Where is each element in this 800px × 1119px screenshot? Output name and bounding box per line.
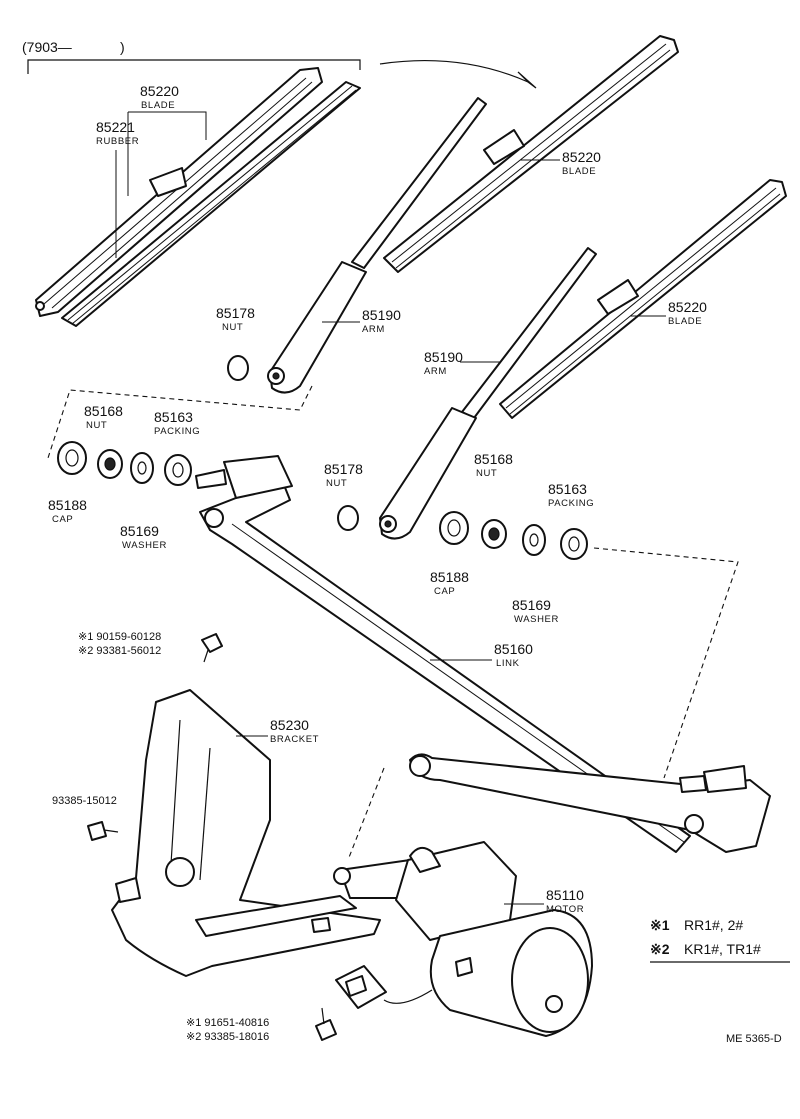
svg-text:85178: 85178 — [216, 305, 255, 321]
svg-text:BLADE: BLADE — [668, 316, 702, 327]
svg-text:85220: 85220 — [562, 149, 601, 165]
callout-85220-blade-top-right: 85220 BLADE — [520, 149, 601, 177]
bolt-bottom: ※1 91651-40816 ※2 93385-18016 — [186, 1007, 337, 1043]
pivot-stack-right — [439, 511, 739, 779]
blade-left-assembly — [35, 67, 361, 327]
svg-text:ARM: ARM — [362, 324, 385, 335]
callout-85160-link: 85160 LINK — [430, 641, 533, 669]
svg-text:85168: 85168 — [84, 403, 123, 419]
svg-text:85220: 85220 — [668, 299, 707, 315]
svg-text:NUT: NUT — [222, 322, 243, 333]
connector — [335, 965, 387, 1009]
link-assembly — [195, 455, 771, 861]
svg-text:85221: 85221 — [96, 119, 135, 135]
nut-85178-left: 85178 NUT — [216, 305, 255, 381]
svg-text:BLADE: BLADE — [562, 166, 596, 177]
legend-mark-2: ※2 — [650, 941, 670, 957]
svg-text:CAP: CAP — [434, 586, 455, 597]
bolt-top: ※1 90159-60128 ※2 93381-56012 — [78, 631, 223, 663]
svg-text:MOTOR: MOTOR — [546, 904, 584, 915]
svg-text:WASHER: WASHER — [122, 540, 167, 551]
svg-text:85190: 85190 — [362, 307, 401, 323]
callout-85190-arm-left: 85190 ARM — [322, 307, 401, 335]
legend-text-1: RR1#, 2# — [684, 917, 743, 933]
callout-85220-blade: 85220 BLADE — [127, 83, 207, 196]
svg-text:WASHER: WASHER — [514, 614, 559, 625]
svg-text:※2 93385-18016: ※2 93385-18016 — [186, 1031, 269, 1043]
callout-85163-left: 85163 PACKING — [154, 409, 200, 437]
callout-85230-bracket: 85230 BRACKET — [236, 717, 319, 745]
callout-85169-left: 85169 WASHER — [120, 523, 167, 551]
callout-85220-blade-mid-right: 85220 BLADE — [630, 299, 707, 327]
bracket — [111, 689, 381, 977]
svg-text:85178: 85178 — [324, 461, 363, 477]
blade-right-mid — [499, 179, 787, 419]
range-close: ) — [120, 39, 125, 55]
svg-text:RUBBER: RUBBER — [96, 136, 139, 147]
svg-text:85188: 85188 — [430, 569, 469, 585]
arm-right — [379, 247, 597, 540]
svg-text:85163: 85163 — [154, 409, 193, 425]
svg-text:85169: 85169 — [512, 597, 551, 613]
callout-85168-right: 85168 NUT — [474, 451, 513, 479]
blade-right-top — [383, 35, 679, 273]
svg-text:※2 93381-56012: ※2 93381-56012 — [78, 645, 161, 657]
svg-text:85169: 85169 — [120, 523, 159, 539]
pivot-stack-left — [47, 385, 313, 486]
callout-85190-arm-right: 85190 ARM — [424, 349, 500, 377]
svg-text:85220: 85220 — [140, 83, 179, 99]
svg-text:ARM: ARM — [424, 366, 447, 377]
callout-85188-left: 85188 CAP — [48, 497, 87, 525]
legend-text-2: KR1#, TR1# — [684, 941, 761, 957]
callout-85168-left: 85168 NUT — [84, 403, 123, 431]
bolt-mid: 93385-15012 — [52, 795, 119, 841]
svg-text:85110: 85110 — [546, 887, 584, 903]
callout-85221-rubber: 85221 RUBBER — [96, 119, 139, 258]
svg-text:85160: 85160 — [494, 641, 533, 657]
svg-text:85163: 85163 — [548, 481, 587, 497]
svg-text:BLADE: BLADE — [141, 100, 175, 111]
svg-text:85230: 85230 — [270, 717, 309, 733]
legend-mark-1: ※1 — [650, 917, 670, 933]
nut-85178-right: 85178 NUT — [324, 461, 363, 531]
svg-text:85188: 85188 — [48, 497, 87, 513]
svg-text:85168: 85168 — [474, 451, 513, 467]
motor — [333, 841, 593, 1037]
legend: ※1 RR1#, 2# ※2 KR1#, TR1# — [650, 917, 790, 963]
callout-85163-right: 85163 PACKING — [548, 481, 594, 509]
svg-text:NUT: NUT — [326, 478, 347, 489]
svg-text:CAP: CAP — [52, 514, 73, 525]
svg-text:PACKING: PACKING — [548, 498, 594, 509]
arm-left — [267, 97, 487, 394]
svg-text:93385-15012: 93385-15012 — [52, 795, 117, 807]
svg-text:※1 91651-40816: ※1 91651-40816 — [186, 1017, 269, 1029]
callout-85188-right: 85188 CAP — [430, 569, 469, 597]
callout-85169-right: 85169 WASHER — [512, 597, 559, 625]
callout-85110-motor: 85110 MOTOR — [504, 887, 584, 915]
svg-text:BRACKET: BRACKET — [270, 734, 319, 745]
svg-text:PACKING: PACKING — [154, 426, 200, 437]
svg-text:NUT: NUT — [476, 468, 497, 479]
svg-text:※1 90159-60128: ※1 90159-60128 — [78, 631, 161, 643]
svg-text:NUT: NUT — [86, 420, 107, 431]
header-bracket: (7903— ) — [22, 39, 537, 89]
footer-code: ME 5365-D — [726, 1033, 782, 1045]
svg-text:LINK: LINK — [496, 658, 520, 669]
range-text: (7903— — [22, 39, 72, 55]
svg-text:85190: 85190 — [424, 349, 463, 365]
